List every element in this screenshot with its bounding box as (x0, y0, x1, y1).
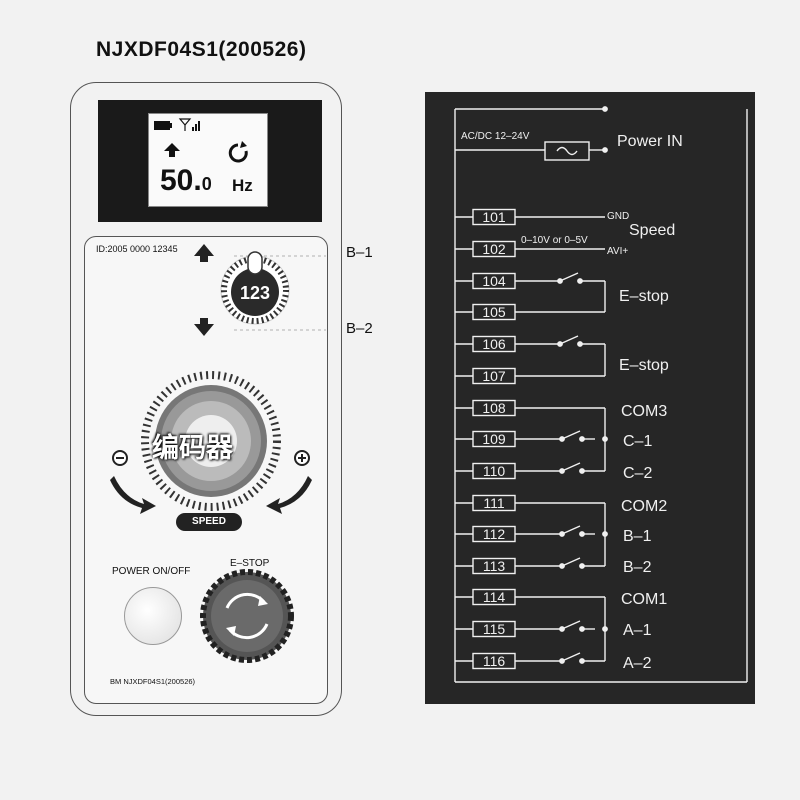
terminal-108: 108 (472, 399, 516, 417)
gnd-label: GND (607, 211, 629, 222)
b2-output-label: B–2 (623, 559, 652, 576)
terminal-115: 115 (472, 620, 516, 638)
terminal-113: 113 (472, 557, 516, 575)
up-arrow-icon (164, 143, 180, 157)
svg-text:110: 110 (483, 463, 506, 479)
speed-label: SPEED (176, 513, 242, 531)
svg-text:109: 109 (482, 431, 506, 447)
svg-text:115: 115 (483, 621, 506, 637)
b2-label: B–2 (346, 320, 373, 337)
svg-text:112: 112 (483, 526, 506, 542)
lcd-value-decimal: 0 (201, 174, 212, 194)
svg-text:107: 107 (482, 368, 506, 384)
faceplate-graphics: 123 (110, 244, 326, 663)
power-button-label: POWER ON/OFF (112, 566, 191, 577)
b1-up-arrow-icon[interactable] (194, 244, 214, 262)
svg-text:116: 116 (483, 653, 506, 669)
encoder-label: 编码器 (152, 433, 233, 463)
com2-label: COM2 (621, 498, 667, 515)
estop-button[interactable] (200, 569, 294, 663)
svg-text:111: 111 (483, 495, 504, 511)
terminal-111: 111 (472, 494, 516, 512)
a2-output-label: A–2 (623, 655, 652, 672)
terminal-102: 102 (472, 240, 516, 258)
c2-label: C–2 (623, 465, 652, 482)
rotary-switch[interactable]: 123 (220, 251, 290, 325)
b2-down-arrow-icon[interactable] (194, 318, 214, 336)
svg-text:105: 105 (482, 304, 506, 320)
estop-1-label: E–stop (619, 288, 669, 305)
avi-label: AVI+ (607, 246, 628, 257)
lcd-icons (154, 118, 248, 163)
terminal-101: 101 (472, 208, 516, 226)
device-outline (70, 82, 342, 716)
svg-text:106: 106 (482, 336, 506, 352)
svg-text:102: 102 (482, 241, 506, 257)
voltage-range-label: 0–10V or 0–5V (521, 235, 588, 246)
minus-icon[interactable] (112, 450, 128, 466)
estop-button-label: E–STOP (230, 558, 270, 569)
estop-2-label: E–stop (619, 357, 669, 374)
terminal-112: 112 (472, 525, 516, 543)
terminal-110: 110 (472, 462, 516, 480)
com1-label: COM1 (621, 591, 667, 608)
c1-label: C–1 (623, 433, 652, 450)
signal-icon (178, 118, 200, 131)
svg-text:114: 114 (483, 589, 506, 605)
svg-text:113: 113 (483, 558, 506, 574)
a1-output-label: A–1 (623, 622, 652, 639)
footer-model: BM NJXDF04S1(200526) (110, 677, 196, 686)
b1-label: B–1 (346, 244, 373, 261)
svg-text:104: 104 (482, 273, 506, 289)
plus-icon[interactable] (294, 450, 310, 466)
svg-text:101: 101 (482, 209, 506, 225)
encoder-knob[interactable] (141, 371, 281, 511)
terminal-106: 106 (472, 335, 516, 353)
cw-arrow-icon (266, 476, 312, 514)
terminal-116: 116 (472, 652, 516, 670)
power-button[interactable] (124, 587, 182, 645)
terminal-105: 105 (472, 303, 516, 321)
power-in-label: Power IN (617, 133, 683, 150)
ccw-arrow-icon (110, 476, 156, 514)
b1-output-label: B–1 (623, 528, 652, 545)
com3-label: COM3 (621, 403, 667, 420)
terminal-114: 114 (472, 588, 516, 606)
rotary-switch-text: 123 (240, 283, 270, 303)
lcd-frequency-value: 50.0 (160, 164, 212, 198)
rotate-icon (228, 143, 248, 163)
terminal-109: 109 (472, 430, 516, 448)
battery-icon (154, 121, 172, 130)
lcd-unit: Hz (232, 176, 253, 195)
speed-label: Speed (629, 222, 675, 239)
svg-text:108: 108 (482, 400, 506, 416)
terminal-104: 104 (472, 272, 516, 290)
wiring-diagram: 101 102 104 105 106 107 108 109 110 111 112 113 114 1… (454, 106, 748, 683)
terminal-107: 107 (472, 367, 516, 385)
device-id: ID:2005 0000 12345 (96, 244, 178, 254)
model-title: NJXDF04S1(200526) (96, 38, 307, 61)
lcd-value-main: 50. (160, 164, 202, 197)
power-supply-label: AC/DC 12–24V (461, 131, 530, 142)
